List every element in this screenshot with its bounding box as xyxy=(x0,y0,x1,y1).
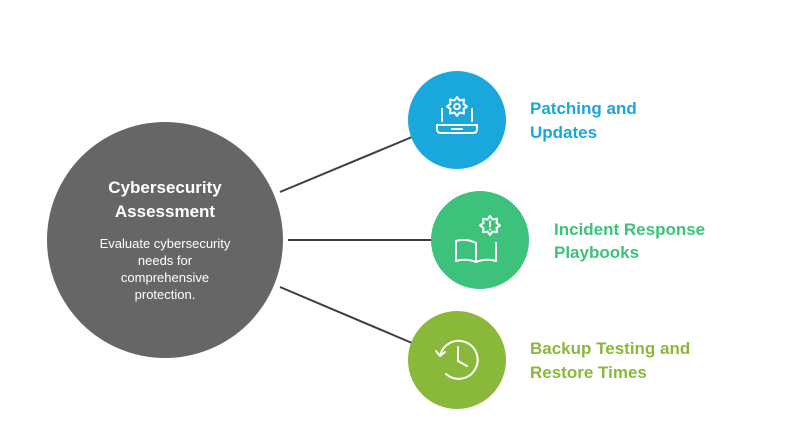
branch-backup-label-line2: Restore Times xyxy=(530,363,647,382)
center-desc-line4: protection. xyxy=(135,287,196,302)
connectors xyxy=(279,136,434,344)
book-alert-icon xyxy=(455,215,501,263)
branch-patching-label-line1: Patching and xyxy=(530,99,637,118)
laptop-gear-icon xyxy=(436,96,478,134)
history-clock-icon xyxy=(435,339,479,380)
branch-incident-label-line2: Playbooks xyxy=(554,243,639,262)
center-node: Cybersecurity Assessment Evaluate cybers… xyxy=(47,122,283,358)
center-desc-line1: Evaluate cybersecurity xyxy=(100,236,231,251)
center-desc-line3: comprehensive xyxy=(121,270,209,285)
connector-patching xyxy=(279,136,413,193)
connector-backup xyxy=(279,286,413,344)
branch-incident-label-line1: Incident Response xyxy=(554,220,705,239)
branch-backup: Backup Testing and Restore Times xyxy=(408,311,690,409)
branch-patching-label-line2: Updates xyxy=(530,123,597,142)
center-desc-line2: needs for xyxy=(138,253,193,268)
branch-incident-circle xyxy=(431,191,529,289)
center-title-line1: Cybersecurity xyxy=(108,178,222,197)
center-circle xyxy=(47,122,283,358)
branch-incident: Incident Response Playbooks xyxy=(431,191,705,289)
branch-patching: Patching and Updates xyxy=(408,71,637,169)
branch-patching-circle xyxy=(408,71,506,169)
center-title-line2: Assessment xyxy=(115,202,216,221)
branch-backup-label-line1: Backup Testing and xyxy=(530,339,690,358)
